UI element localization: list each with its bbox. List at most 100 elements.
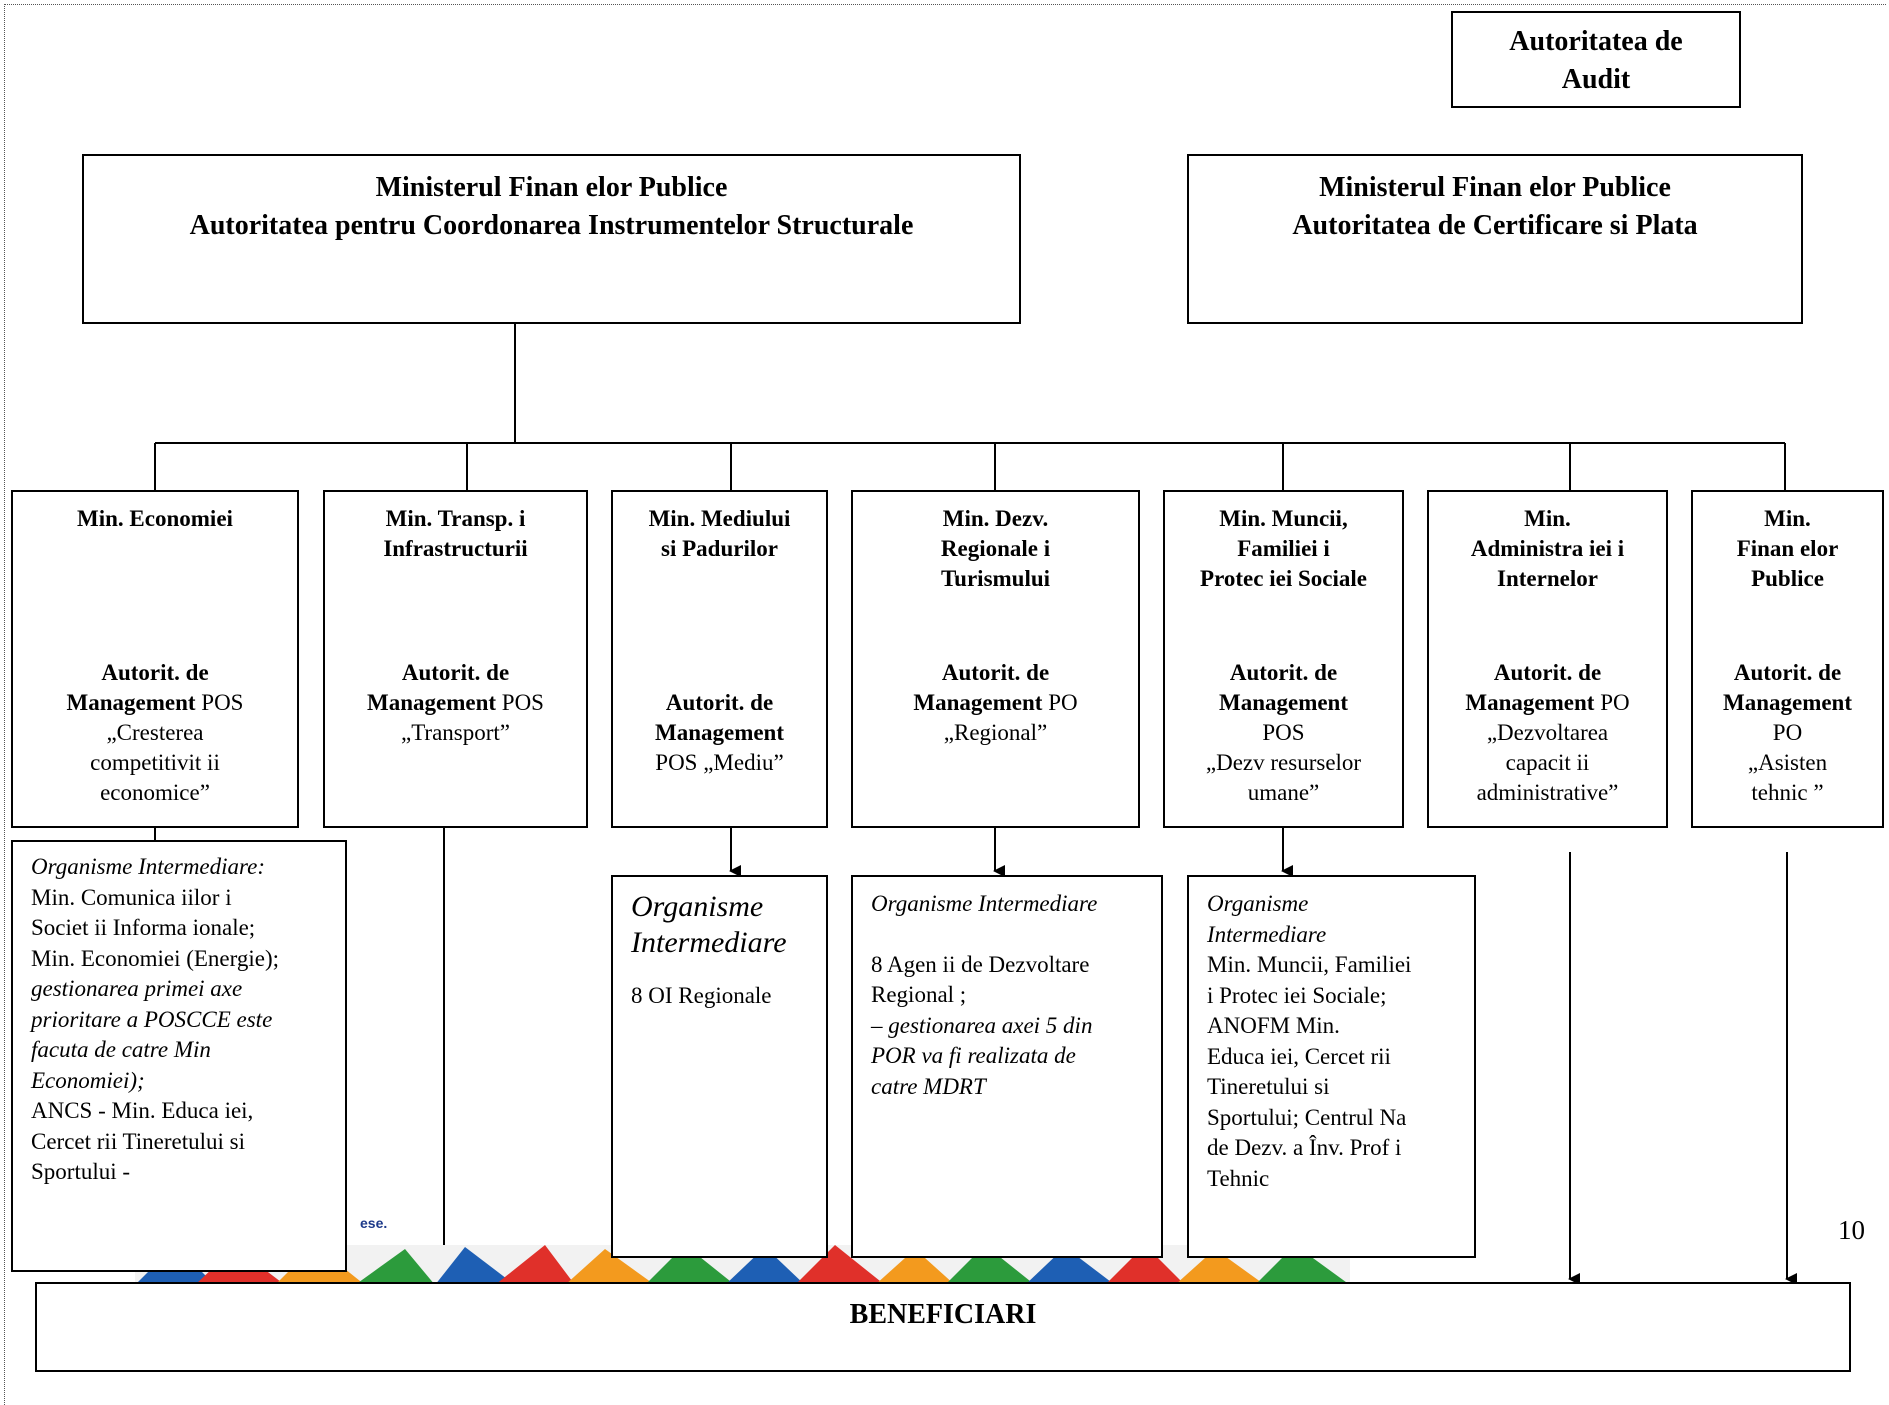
am-label: Management <box>66 690 196 715</box>
audit-authority-box: Autoritatea de Audit <box>1451 11 1741 108</box>
program-name: PO <box>1600 690 1630 715</box>
oi-line: catre MDRT <box>871 1073 986 1099</box>
certification-authority-box: Ministerul Finan elor Publice Autoritate… <box>1187 154 1803 324</box>
program-name: administrative” <box>1476 780 1619 805</box>
ministry-name: Min. <box>1764 506 1811 531</box>
cert-line2: Autoritatea de Certificare si Plata <box>1292 210 1698 241</box>
am-label: Autorit. de <box>1733 660 1842 685</box>
oi-line: Sportului; Centrul Na <box>1207 1104 1407 1130</box>
am-label: Management <box>367 690 497 715</box>
program-name: competitivit ii <box>90 750 220 775</box>
ministry-name: si Padurilor <box>661 536 778 561</box>
program-name: „Asisten <box>1747 750 1828 775</box>
ministry-box-muncii: Min. Muncii, Familiei i Protec iei Socia… <box>1163 490 1404 828</box>
oi-line: 8 OI Regionale <box>631 983 772 1008</box>
program-name: POS „Mediu” <box>655 750 784 775</box>
am-label: Autorit. de <box>401 660 510 685</box>
oi-line: Min. Economiei (Energie); <box>31 945 280 971</box>
ministry-name: Min. Transp. i <box>385 506 526 531</box>
ministry-box-economiei: Min. Economiei Autorit. de Management PO… <box>11 490 299 828</box>
program-name: „Regional” <box>943 720 1048 745</box>
program-name: POS <box>201 690 244 715</box>
ministry-box-mediu: Min. Mediului si Padurilor Autorit. de M… <box>611 490 828 828</box>
oi-line: Organisme Intermediare: <box>31 854 265 879</box>
program-name: POS <box>1262 720 1305 745</box>
ministry-box-administratiei: Min. Administra iei i Internelor Autorit… <box>1427 490 1668 828</box>
ministry-box-transport: Min. Transp. i Infrastructurii Autorit. … <box>323 490 588 828</box>
oi-line: POR va fi realizata de <box>871 1043 1076 1068</box>
audit-line2: Audit <box>1561 64 1631 95</box>
ministry-name: Publice <box>1751 566 1824 591</box>
am-label: Autorit. de <box>1493 660 1602 685</box>
oi-line: i Protec iei Sociale; <box>1207 982 1387 1008</box>
oi-line: gestionarea primei axe <box>31 976 243 1001</box>
oi-line: facuta de catre Min <box>31 1037 211 1062</box>
am-label: Autorit. de <box>101 660 209 685</box>
coord-line1: Ministerul Finan elor Publice <box>375 172 728 203</box>
oi-line: Intermediare <box>631 926 787 959</box>
audit-line1: Autoritatea de <box>1509 26 1683 57</box>
cert-line1: Ministerul Finan elor Publice <box>1319 172 1671 203</box>
oi-line: Tineretului si <box>1207 1074 1330 1099</box>
oi-line: Economiei); <box>31 1067 145 1093</box>
page-border <box>4 4 1886 1405</box>
program-name: POS <box>501 690 544 715</box>
am-label: Management <box>1465 690 1595 715</box>
oi-line: Cercet rii Tineretului si <box>31 1128 246 1154</box>
program-name: tehnic ” <box>1751 780 1824 805</box>
ministry-box-dezvoltare-regionala: Min. Dezv. Regionale i Turismului Autori… <box>851 490 1140 828</box>
oi-line: Organisme <box>1207 891 1309 916</box>
oi-line: Societ ii Informa ionale; <box>31 915 256 940</box>
page-number: 10 <box>1838 1215 1865 1245</box>
ministry-name: Administra iei i <box>1470 536 1625 561</box>
am-label: Management <box>654 720 785 745</box>
program-name: „Cresterea <box>106 720 204 745</box>
ministry-name: Protec iei Sociale <box>1200 566 1367 591</box>
oi-line: ANCS - Min. Educa iei, <box>31 1098 254 1123</box>
ministry-name: Turismului <box>940 566 1051 591</box>
ministry-box-finantelor: Min. Finan elor Publice Autorit. de Mana… <box>1691 490 1884 828</box>
program-name: umane” <box>1247 780 1320 805</box>
connector-lines <box>153 323 1797 1285</box>
ministry-name: Infrastructurii <box>383 536 528 561</box>
ministry-name: Min. Dezv. <box>942 506 1049 531</box>
ministry-name: Finan elor <box>1736 536 1839 561</box>
oi-box-economiei: Organisme Intermediare: Min. Comunica ii… <box>11 840 347 1272</box>
oi-line: prioritare a POSCCE este <box>31 1006 273 1032</box>
program-name: PO <box>1772 720 1803 745</box>
oi-box-dezvoltare-regionala: Organisme Intermediare 8 Agen ii de Dezv… <box>851 875 1163 1258</box>
oi-line: Educa iei, Cercet rii <box>1207 1043 1391 1069</box>
ministry-name: Min. Economiei <box>77 506 233 531</box>
program-name: economice” <box>100 780 210 805</box>
oi-line: Tehnic <box>1207 1165 1270 1191</box>
am-label: Management <box>1218 690 1349 715</box>
am-label: Autorit. de <box>665 690 774 715</box>
oi-line: Organisme <box>631 890 764 923</box>
oi-line: ANOFM Min. <box>1207 1013 1340 1038</box>
oi-line: 8 Agen ii de Dezvoltare <box>871 951 1090 977</box>
oi-line: de Dezv. a Înv. Prof i <box>1207 1135 1402 1160</box>
program-name: „Dezvoltarea <box>1486 720 1609 745</box>
beneficiari-box: BENEFICIARI <box>35 1282 1851 1372</box>
oi-line: Organisme Intermediare <box>871 891 1098 916</box>
oi-box-mediu: Organisme Intermediare 8 OI Regionale <box>611 875 828 1258</box>
am-label: Management <box>1722 690 1853 715</box>
oi-line: Regional ; <box>871 982 967 1007</box>
oi-line: Min. Comunica iilor i <box>31 884 232 910</box>
oi-line: Sportului - <box>31 1159 131 1184</box>
coord-line2: Autoritatea pentru Coordonarea Instrumen… <box>189 210 914 241</box>
banner-caption: ese. <box>360 1215 388 1231</box>
am-label: Autorit. de <box>941 660 1050 685</box>
ministry-name: Min. Mediului <box>648 506 791 531</box>
program-name: „Transport” <box>400 720 511 745</box>
oi-line: – gestionarea axei 5 din <box>871 1012 1093 1038</box>
oi-line: Min. Muncii, Familiei <box>1207 952 1412 977</box>
ministry-name: Regionale i <box>940 536 1051 561</box>
oi-line: Intermediare <box>1207 921 1327 947</box>
program-name: „Dezv resurselor <box>1205 750 1362 775</box>
coordination-authority-box: Ministerul Finan elor Publice Autoritate… <box>82 154 1021 324</box>
program-name: capacit ii <box>1505 750 1590 775</box>
program-name: PO <box>1048 690 1078 715</box>
ministry-name: Min. <box>1524 506 1571 531</box>
ministry-name: Min. Muncii, <box>1219 506 1348 531</box>
